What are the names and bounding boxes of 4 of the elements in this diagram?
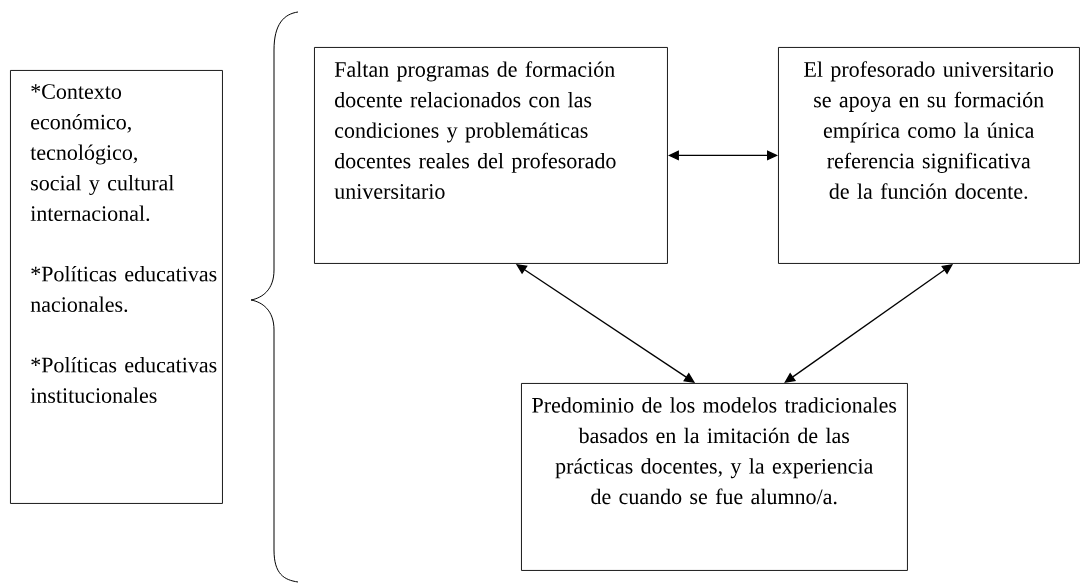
text-box: Predominio de los modelos tradicionales basados en la imitación de las prácticas docentes, y la experiencia de cuando se fue alumno/a.: [521, 383, 908, 571]
text-box: El profesorado universitario se apoya en su formación empírica como la única referencia significativa de la función docente.: [778, 47, 1080, 264]
text-box: *Contexto económico, tecnológico, social y cultural internacional. *Políticas educativas nacionales. *Políticas educativas institucionales: [10, 70, 223, 504]
text-box: Faltan programas de formación docente relacionados con las condiciones y problemáticas docentes reales del profesorado universitario: [314, 47, 668, 264]
